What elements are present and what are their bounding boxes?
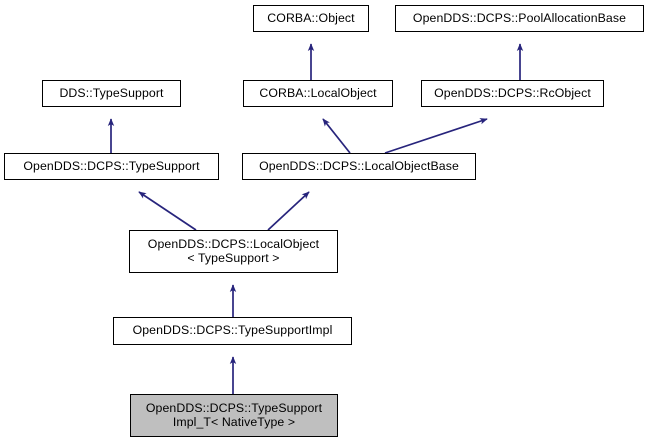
class-node-dds-typesupport[interactable]: DDS::TypeSupport	[42, 80, 181, 107]
class-node-label: OpenDDS::DCPS::LocalObject	[147, 236, 320, 251]
inheritance-arrow-localobject-typesupport-to-localobjectbase	[267, 191, 310, 231]
class-node-corba-object[interactable]: CORBA::Object	[253, 5, 369, 32]
inheritance-arrow-localobject-typesupport-to-dcps-typesupport	[138, 191, 197, 231]
class-node-label: CORBA::LocalObject	[259, 85, 377, 100]
class-node-localobject-typesupport[interactable]: OpenDDS::DCPS::LocalObject< TypeSupport …	[129, 230, 338, 273]
class-node-label: OpenDDS::DCPS::PoolAllocationBase	[412, 10, 627, 25]
class-node-label: OpenDDS::DCPS::LocalObjectBase	[259, 158, 459, 173]
class-node-label: CORBA::Object	[267, 10, 355, 25]
class-node-label: < TypeSupport >	[187, 250, 280, 265]
inheritance-arrow-localobjectbase-to-corba-localobject	[322, 118, 351, 154]
class-node-pool-allocation-base[interactable]: OpenDDS::DCPS::PoolAllocationBase	[395, 5, 644, 32]
class-node-localobjectbase[interactable]: OpenDDS::DCPS::LocalObjectBase	[242, 153, 476, 180]
class-node-label: Impl_T< NativeType >	[172, 414, 296, 429]
class-node-label: OpenDDS::DCPS::TypeSupportImpl	[132, 323, 333, 338]
class-node-rcobject[interactable]: OpenDDS::DCPS::RcObject	[421, 80, 604, 107]
class-node-label: OpenDDS::DCPS::RcObject	[434, 85, 591, 100]
class-node-corba-localobject[interactable]: CORBA::LocalObject	[243, 80, 393, 107]
class-node-dcps-typesupport[interactable]: OpenDDS::DCPS::TypeSupport	[4, 153, 219, 180]
class-node-label: OpenDDS::DCPS::TypeSupport	[145, 400, 323, 415]
class-node-label: OpenDDS::DCPS::TypeSupport	[23, 158, 200, 173]
edge-group	[107, 43, 524, 394]
inheritance-arrow-localobjectbase-to-rcobject	[384, 118, 488, 154]
class-node-label: DDS::TypeSupport	[59, 85, 164, 100]
class-node-typesupportimpl[interactable]: OpenDDS::DCPS::TypeSupportImpl	[113, 317, 352, 345]
